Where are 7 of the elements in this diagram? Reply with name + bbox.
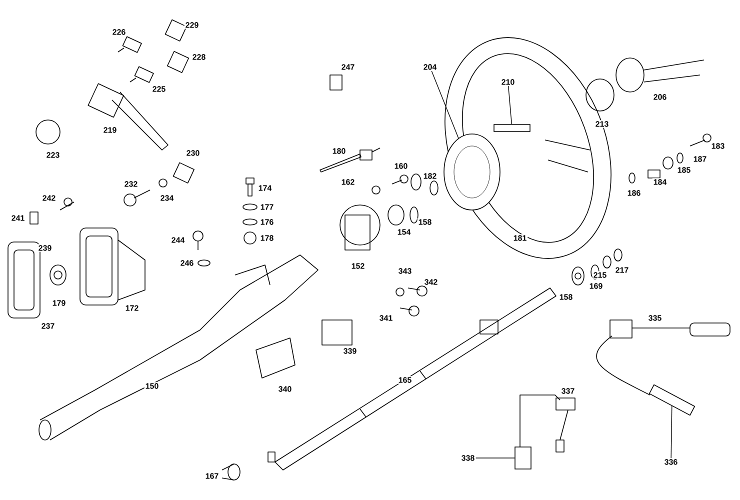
hub-drawing — [444, 134, 500, 210]
leader-line — [431, 70, 459, 139]
bar-part — [648, 384, 696, 416]
plug-part — [514, 446, 532, 470]
leader-line — [670, 406, 672, 458]
bar-part — [494, 124, 530, 132]
leader-line — [508, 86, 512, 124]
